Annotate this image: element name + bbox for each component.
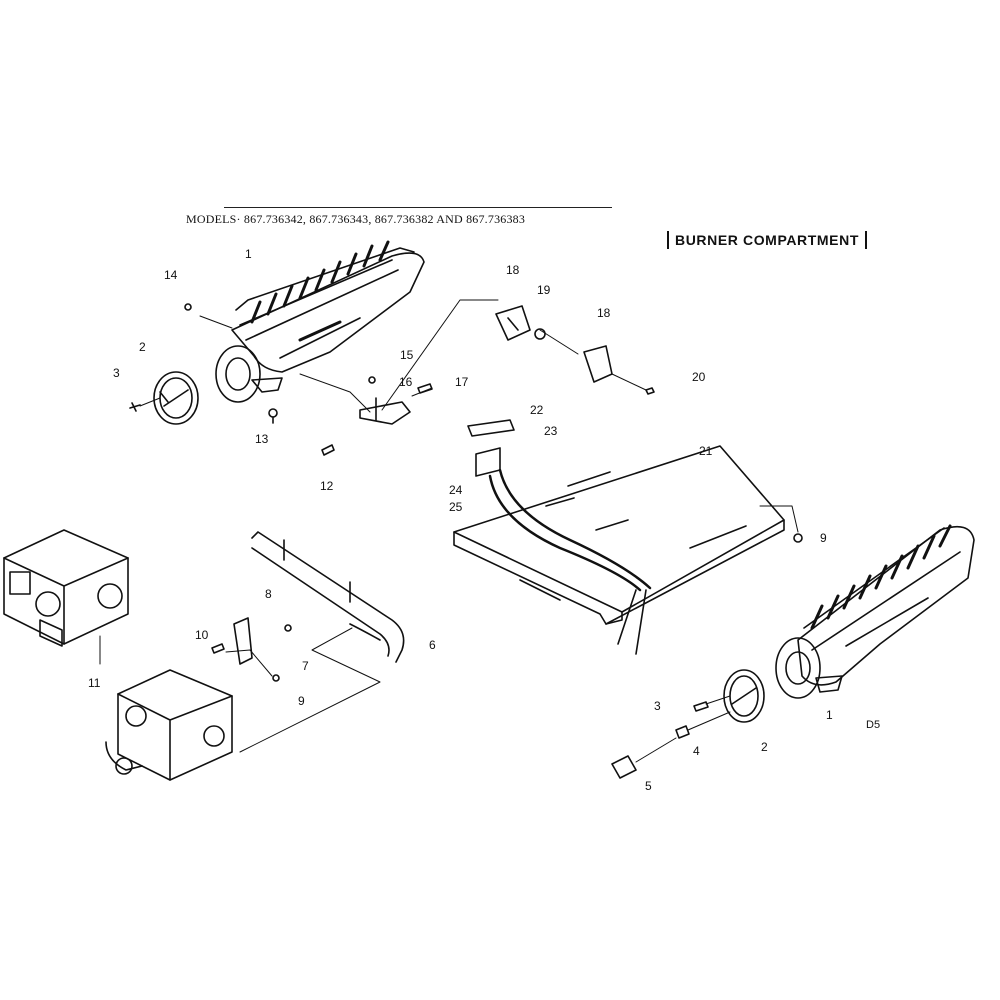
- gas-valve-upper: [3, 529, 129, 647]
- screw-9-tray: [793, 533, 803, 543]
- nut-19: [534, 328, 546, 340]
- bracket-18-right: [583, 345, 613, 383]
- screw-14-upper: [184, 303, 192, 311]
- leader-lines-upper: [139, 299, 647, 413]
- callout-label: 22: [530, 403, 544, 417]
- callout-label: 11: [88, 676, 101, 690]
- bracket-16: [359, 397, 411, 425]
- callout-label: 10: [195, 628, 209, 642]
- callout-label: 12: [320, 479, 334, 493]
- screw-12-upper: [321, 444, 335, 456]
- burner-tray: [453, 445, 785, 625]
- screw-7: [284, 624, 292, 632]
- callout-label: 13: [255, 432, 269, 446]
- callout-label: 7: [302, 659, 309, 673]
- fitting-5: [611, 755, 637, 779]
- leader-lines-lower: [635, 695, 731, 763]
- callout-label: 18: [597, 306, 611, 320]
- callout-label: 4: [693, 744, 700, 758]
- callout-label: 17: [455, 375, 469, 389]
- screw-17: [417, 383, 433, 394]
- screw-3-upper: [129, 402, 141, 412]
- callout-label: 8: [265, 587, 272, 601]
- leader-lines-tray: [759, 505, 799, 533]
- callout-label: 20: [692, 370, 706, 384]
- manifold-pipe-6: [251, 531, 405, 663]
- pilot-assembly: [467, 419, 652, 655]
- screw-20: [645, 387, 655, 395]
- callout-label: 3: [113, 366, 120, 380]
- callout-label: 14: [164, 268, 178, 282]
- callout-label: 21: [699, 444, 713, 458]
- callout-label: 25: [449, 500, 463, 514]
- models-header: MODELS· 867.736342, 867.736343, 867.7363…: [186, 212, 526, 226]
- callout-label: 16: [399, 375, 413, 389]
- screw-15: [368, 376, 376, 384]
- callout-label: 1: [245, 247, 252, 261]
- callout-label: 3: [654, 699, 661, 713]
- burner-tube-lower: [775, 524, 975, 699]
- callout-label: 24: [449, 483, 463, 497]
- orifice-4: [675, 725, 690, 739]
- callout-label: 19: [537, 283, 551, 297]
- bracket-18-left: [495, 305, 531, 341]
- callout-label: 18: [506, 263, 520, 277]
- clamp-8: [233, 617, 253, 665]
- burner-tube-upper: [215, 240, 425, 403]
- callout-label: 9: [298, 694, 305, 708]
- callout-label: 1: [826, 708, 833, 722]
- leader-lines-valve: [99, 627, 381, 753]
- section-title: BURNER COMPARTMENT: [667, 231, 867, 249]
- callout-label: 15: [400, 348, 414, 362]
- callout-label: 5: [645, 779, 652, 793]
- callout-label: 23: [544, 424, 558, 438]
- screw-10: [211, 643, 225, 654]
- reference-code: D5: [866, 719, 881, 731]
- screw-9-valve: [272, 674, 280, 682]
- callout-label: 6: [429, 638, 436, 652]
- callout-label: 2: [139, 340, 146, 354]
- header-rule: [224, 207, 612, 208]
- screw-13-upper: [268, 408, 278, 424]
- screw-3-lower: [693, 701, 709, 712]
- gas-valve-lower: [105, 669, 233, 781]
- air-shutter-upper: [153, 371, 199, 425]
- callout-label: 9: [820, 531, 827, 545]
- callout-label: 2: [761, 740, 768, 754]
